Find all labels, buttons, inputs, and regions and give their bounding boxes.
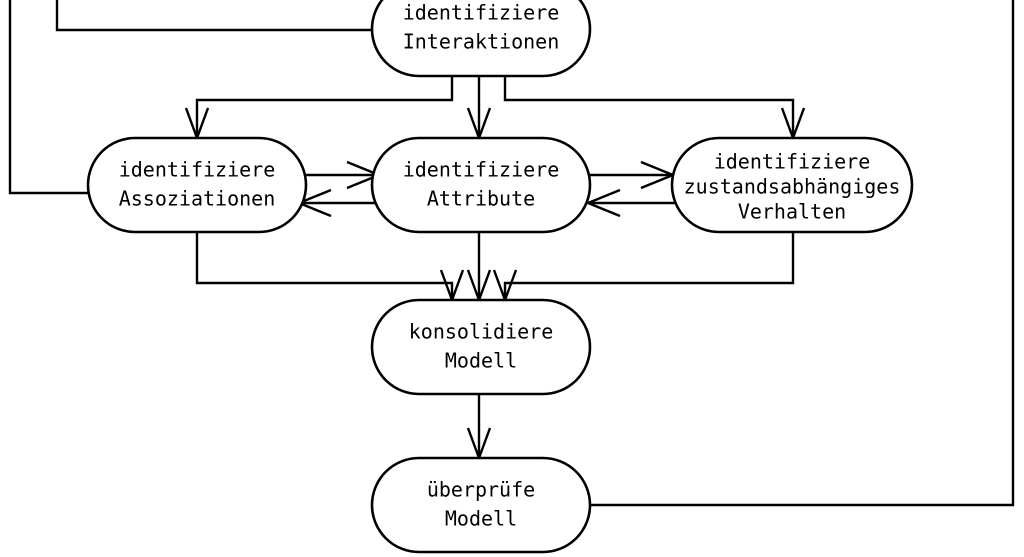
node-identifiziere-attribute[interactable]: identifiziere Attribute [370, 136, 592, 234]
node-identifiziere-assoziationen[interactable]: identifiziere Assoziationen [86, 136, 308, 234]
node-label-verhalten-line2: zustandsabhängiges [684, 175, 901, 199]
node-shape-ueberpruefe-modell [370, 456, 592, 554]
edge-offscreen-feedback-left-edge [8, 0, 120, 195]
edge-interaktionen-to-verhalten [503, 76, 795, 136]
node-label-interaktionen-line1: identifiziere [403, 1, 560, 25]
node-label-attribute-line2: Attribute [427, 187, 535, 211]
node-label-verhalten-line1: identifiziere [714, 150, 871, 174]
node-label-assoziationen-line2: Assoziationen [119, 187, 276, 211]
node-shape-identifiziere-attribute [370, 136, 592, 234]
edge-interaktionen-feedback-left [55, 0, 400, 32]
node-identifiziere-interaktionen[interactable]: identifiziere Interaktionen [370, 0, 592, 78]
node-label-konsolidiere-line2: Modell [445, 349, 517, 373]
arrowhead-verhalten-to-attribute [584, 188, 621, 218]
node-label-interaktionen-line2: Interaktionen [403, 30, 560, 54]
node-shape-konsolidiere-modell [370, 298, 592, 396]
node-label-verhalten-line3: Verhalten [738, 200, 846, 224]
node-label-ueberpruefe-line1: überprüfe [427, 478, 535, 502]
edge-assoziationen-to-konsolidiere [195, 232, 454, 298]
node-shape-identifiziere-zustandsabhaengiges-verhalten [670, 136, 914, 234]
node-shape-identifiziere-assoziationen [86, 136, 308, 234]
node-label-attribute-line1: identifiziere [403, 158, 560, 182]
node-label-assoziationen-line1: identifiziere [119, 158, 276, 182]
node-konsolidiere-modell[interactable]: konsolidiere Modell [370, 298, 592, 396]
node-label-ueberpruefe-line2: Modell [445, 507, 517, 531]
node-shape-identifiziere-interaktionen [370, 0, 592, 78]
node-identifiziere-zustandsabhaengiges-verhalten[interactable]: identifiziere zustandsabhängiges Verhalt… [670, 136, 914, 234]
edge-interaktionen-to-assoziationen [195, 76, 454, 136]
nodes-layer: identifiziere Interaktionen identifizier… [86, 0, 914, 554]
node-label-konsolidiere-line1: konsolidiere [409, 320, 554, 344]
edge-verhalten-to-konsolidiere [503, 232, 795, 298]
edge-ueberpruefe-feedback-right [588, 0, 1015, 507]
node-ueberpruefe-modell[interactable]: überprüfe Modell [370, 456, 592, 554]
